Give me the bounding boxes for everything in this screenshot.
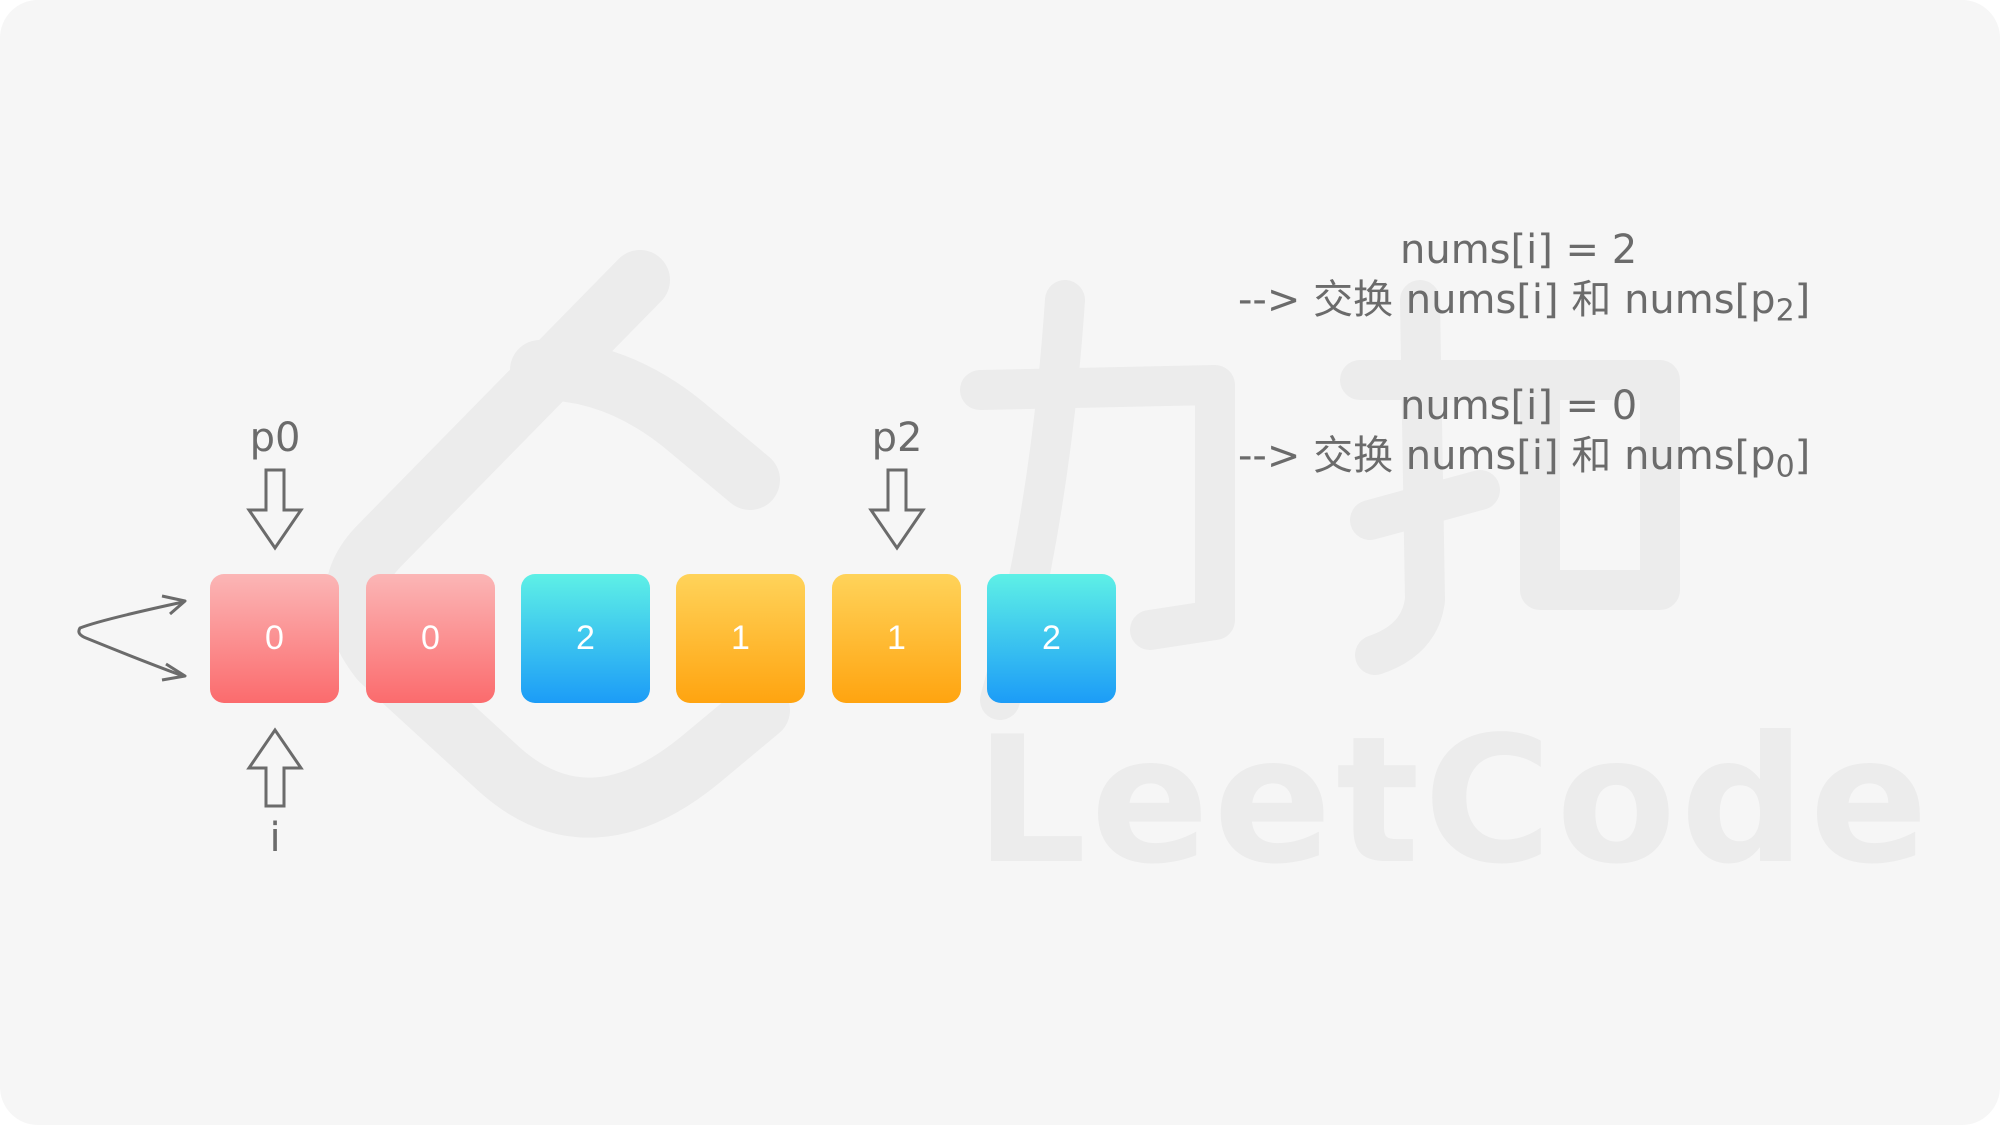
pointer-i-label: i	[269, 815, 281, 861]
array-cell-3: 1	[676, 574, 805, 703]
note-2-condition: nums[i] = 0	[1400, 383, 1638, 429]
note-2-action: --> 交换 nums[i] 和 nums[p0]	[1238, 436, 1810, 483]
note-1-action-text: --> 交换 nums[i] 和 nums[p	[1238, 277, 1776, 323]
note-1-action-suffix: ]	[1794, 277, 1811, 323]
i-up-arrow-icon	[246, 727, 304, 808]
leetcode-watermark-text: LeetCode	[975, 700, 1933, 903]
note-1-condition: nums[i] = 2	[1400, 227, 1638, 273]
note-1-action: --> 交换 nums[i] 和 nums[p2]	[1238, 280, 1810, 327]
array-cell-5: 2	[987, 574, 1116, 703]
pointer-p2-label: p2	[871, 415, 923, 461]
note-1-subscript: 2	[1775, 293, 1795, 329]
array-cell-0: 0	[210, 574, 339, 703]
array-cell-4: 1	[832, 574, 961, 703]
note-2-action-text: --> 交换 nums[i] 和 nums[p	[1238, 433, 1776, 479]
array-cell-1: 0	[366, 574, 495, 703]
array-cell-2: 2	[521, 574, 650, 703]
note-2-subscript: 0	[1775, 449, 1795, 485]
p2-down-arrow-icon	[868, 468, 926, 551]
p0-down-arrow-icon	[246, 468, 304, 551]
note-2-action-suffix: ]	[1794, 433, 1811, 479]
pointer-p0-label: p0	[249, 415, 301, 461]
swap-arrows-icon	[77, 594, 187, 682]
